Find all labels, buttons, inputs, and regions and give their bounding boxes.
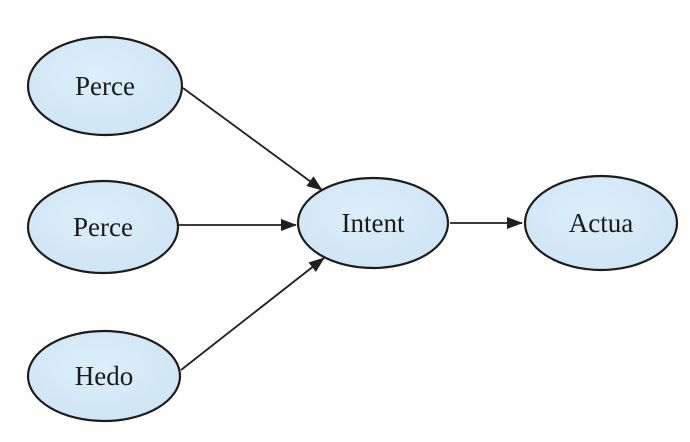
edge-hedonic-to-intention-line — [180, 257, 325, 371]
node-actual-label: Actua — [569, 208, 633, 238]
node-perceived-2-label: Perce — [73, 212, 133, 242]
edge-perceived-1-to-intention — [182, 87, 323, 191]
edge-hedonic-to-intention — [180, 257, 325, 371]
edge-perceived-1-to-intention-line — [182, 87, 323, 191]
node-intention-shape — [296, 176, 450, 270]
node-hedonic-shape — [26, 329, 182, 423]
node-intention: Intent — [296, 176, 450, 270]
node-hedonic: Hedo — [26, 329, 182, 423]
node-perceived-1-label: Perce — [75, 71, 135, 101]
node-actual-shape — [523, 174, 679, 272]
node-perceived-2-shape — [26, 179, 180, 275]
node-actual: Actua — [523, 174, 679, 272]
node-perceived-1: Perce — [26, 35, 184, 137]
node-perceived-1-shape — [26, 35, 184, 137]
node-hedonic-label: Hedo — [75, 361, 133, 391]
node-perceived-2: Perce — [26, 179, 180, 275]
node-intention-label: Intent — [342, 208, 405, 238]
